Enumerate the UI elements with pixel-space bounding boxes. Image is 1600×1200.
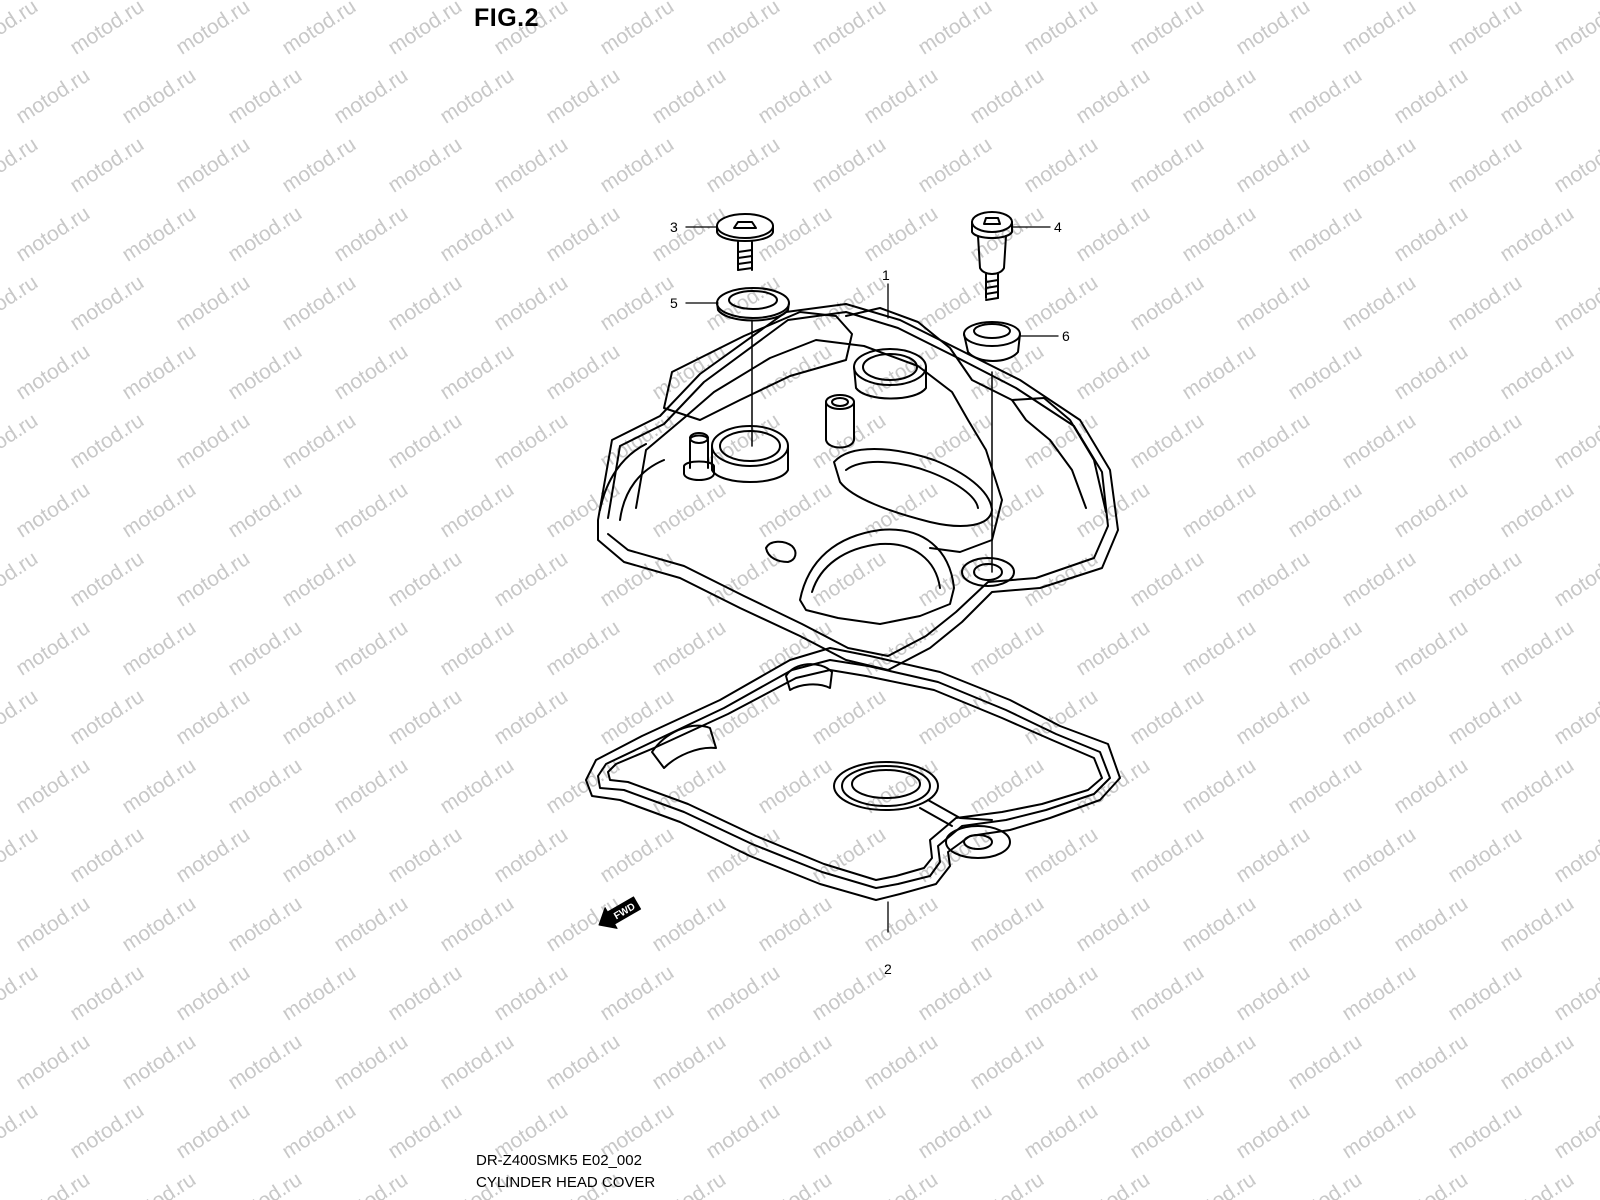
fwd-direction-arrow-icon: FWD xyxy=(598,896,642,929)
figure-label: FIG.2 xyxy=(474,4,540,32)
fwd-label: FWD xyxy=(612,901,637,922)
bolt-grommet-right xyxy=(963,321,1021,362)
bolt-grommet-left xyxy=(716,287,790,322)
flange-bolt-right xyxy=(971,211,1013,301)
model-code-caption: DR-Z400SMK5 E02_002 xyxy=(476,1152,642,1169)
callout-4: 4 xyxy=(1054,219,1062,235)
assembly-guide-lines xyxy=(751,319,993,573)
callout-6: 6 xyxy=(1062,328,1070,344)
cylinder-head-cover xyxy=(597,303,1119,671)
callout-5: 5 xyxy=(670,295,678,311)
leader-lines xyxy=(685,226,1059,933)
flange-bolt-left xyxy=(716,213,774,271)
callout-1: 1 xyxy=(882,267,890,283)
callout-2: 2 xyxy=(884,961,892,977)
figure-title-caption: CYLINDER HEAD COVER xyxy=(476,1174,656,1191)
cover-gasket xyxy=(585,647,1121,901)
callout-3: 3 xyxy=(670,219,678,235)
